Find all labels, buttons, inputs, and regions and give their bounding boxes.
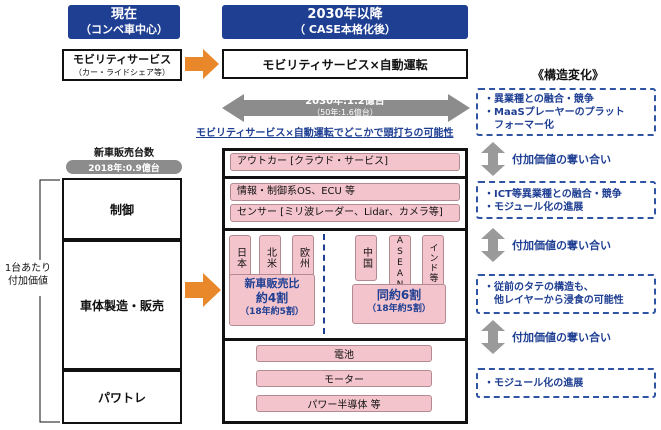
value-label-line1: 1台あたり	[4, 263, 52, 274]
mobility-service-sub: （カー・ライドシェア等）	[74, 68, 170, 77]
power-semi-label: パワー半導体 等	[307, 400, 381, 411]
struct-box-3-line1: ・従前のタテの構造も、	[484, 282, 594, 293]
mobility-autonomous-box: モビリティサービス×自動運転	[222, 49, 468, 79]
layer-info-control: 情報・制御系OS、ECU 等	[230, 183, 460, 201]
competition-label-3: 付加価値の奪い合い	[512, 331, 611, 344]
struct-box-2-line2: ・モジュール化の進展	[484, 202, 584, 213]
struct-box-2-line1: ・ICT等異業種との融合・競争	[484, 189, 622, 200]
struct-box-1: ・異業種との融合・競争 ・MaaSプレーヤーのプラット フォーマー化	[476, 88, 656, 136]
sensor-label: センサー [ミリ波レーダー、Lidar、カメラ等]	[237, 207, 443, 218]
layer-outcar: アウトカー [クラウド・サービス]	[230, 153, 460, 171]
body-label: 車体製造・販売	[79, 298, 164, 313]
separator-3	[222, 338, 468, 341]
separator-2	[222, 228, 468, 231]
region-asean-label: ASEAN	[395, 235, 405, 291]
forecast-text: 2030年:1.2億台 （50年:1.6億台）	[252, 96, 438, 118]
battery-label: 電池	[334, 350, 354, 361]
value-bracket-line	[39, 179, 60, 423]
competition-label-2: 付加価値の奪い合い	[512, 239, 611, 252]
motor-label: モーター	[324, 375, 364, 386]
region-japan: 日本	[229, 235, 251, 281]
left-row-body: 車体製造・販売	[62, 240, 182, 370]
mobility-service-title: モビリティサービス	[72, 53, 172, 66]
region-india: インド等	[422, 235, 444, 291]
layer-sensor: センサー [ミリ波レーダー、Lidar、カメラ等]	[230, 204, 460, 222]
info-control-label: 情報・制御系OS、ECU 等	[237, 186, 356, 197]
struct-box-1-line2: ・MaaSプレーヤーのプラット	[484, 107, 625, 118]
separator-1	[222, 176, 468, 179]
share-left-line2: 約4割	[255, 291, 289, 305]
region-north-america-label: 北米	[264, 247, 276, 269]
sales-count-label: 新車販売台数	[94, 148, 154, 159]
left-row-control: 制御	[62, 178, 182, 240]
layer-motor: モーター	[256, 370, 432, 387]
outcar-label: アウトカー [クラウド・サービス]	[237, 156, 388, 167]
value-label-line2: 付加価値	[8, 276, 48, 287]
struct-box-4-line1: ・モジュール化の進展	[484, 378, 584, 389]
forecast-value-2050: （50年:1.6億台）	[312, 108, 378, 117]
struct-box-4: ・モジュール化の進展	[476, 368, 656, 398]
orange-arrow-top-icon	[185, 49, 219, 79]
layer-power-semiconductor: パワー半導体 等	[256, 395, 432, 412]
header-future-title: 2030年以降	[307, 7, 383, 22]
header-current: 現在 （コンベ車中心）	[68, 5, 180, 39]
competition-label-1: 付加価値の奪い合い	[512, 153, 611, 166]
mobility-autonomous-label: モビリティサービス×自動運転	[262, 57, 428, 72]
control-label: 制御	[109, 202, 134, 217]
forecast-double-arrow-icon	[222, 94, 470, 122]
orange-arrow-body-icon	[185, 273, 221, 307]
header-future: 2030年以降 （ CASE本格化後）	[222, 5, 468, 39]
share-right-line2: （18年約5割）	[367, 304, 431, 314]
vertical-double-arrow-1-icon	[481, 142, 505, 176]
left-row-powertrain: パワトレ	[62, 370, 182, 424]
region-japan-label: 日本	[234, 247, 246, 269]
region-europe-label: 欧州	[297, 247, 309, 269]
share-right-line1: 同約6割	[376, 288, 422, 302]
struct-box-1-line3: フォーマー化	[494, 120, 554, 131]
struct-box-3-line2: 他レイヤーから浸食の可能性	[494, 295, 624, 306]
forecast-caption: モビリティサービス×自動運転でどこかで頭打ちの可能性	[196, 128, 454, 139]
region-asean: ASEAN	[389, 235, 411, 291]
vertical-double-arrow-2-icon	[481, 228, 505, 262]
mobility-service-current-box: モビリティサービス （カー・ライドシェア等）	[62, 49, 182, 81]
struct-box-1-line1: ・異業種との融合・競争	[484, 94, 594, 105]
forecast-value: 2030年:1.2億台	[305, 96, 385, 107]
header-current-sub: （コンベ車中心）	[80, 23, 168, 36]
region-india-label: インド等	[427, 243, 438, 283]
vertical-double-arrow-3-icon	[481, 320, 505, 354]
sales-count-badge: 2018年:0.9億台	[66, 160, 182, 174]
powertrain-label: パワトレ	[97, 390, 146, 405]
share-left-line1: 新車販売比	[244, 277, 300, 290]
share-right-box: 同約6割 （18年約5割）	[352, 284, 446, 324]
region-china-label: 中国	[360, 247, 372, 269]
region-china: 中国	[355, 235, 377, 281]
header-current-title: 現在	[110, 7, 137, 22]
share-left-line3: （18年約5割）	[240, 307, 304, 317]
struct-box-2: ・ICT等異業種との融合・競争 ・モジュール化の進展	[476, 181, 656, 219]
struct-box-3: ・従前のタテの構造も、 他レイヤーから浸食の可能性	[476, 274, 656, 314]
value-per-vehicle-label: 1台あたり 付加価値	[2, 262, 54, 288]
layer-battery: 電池	[256, 345, 432, 362]
sales-count-value: 2018年:0.9億台	[88, 163, 160, 174]
region-divider	[323, 234, 325, 334]
structural-change-title: 《構造変化》	[531, 68, 604, 82]
header-future-sub: （ CASE本格化後）	[294, 23, 396, 36]
share-left-box: 新車販売比 約4割 （18年約5割）	[229, 274, 315, 326]
